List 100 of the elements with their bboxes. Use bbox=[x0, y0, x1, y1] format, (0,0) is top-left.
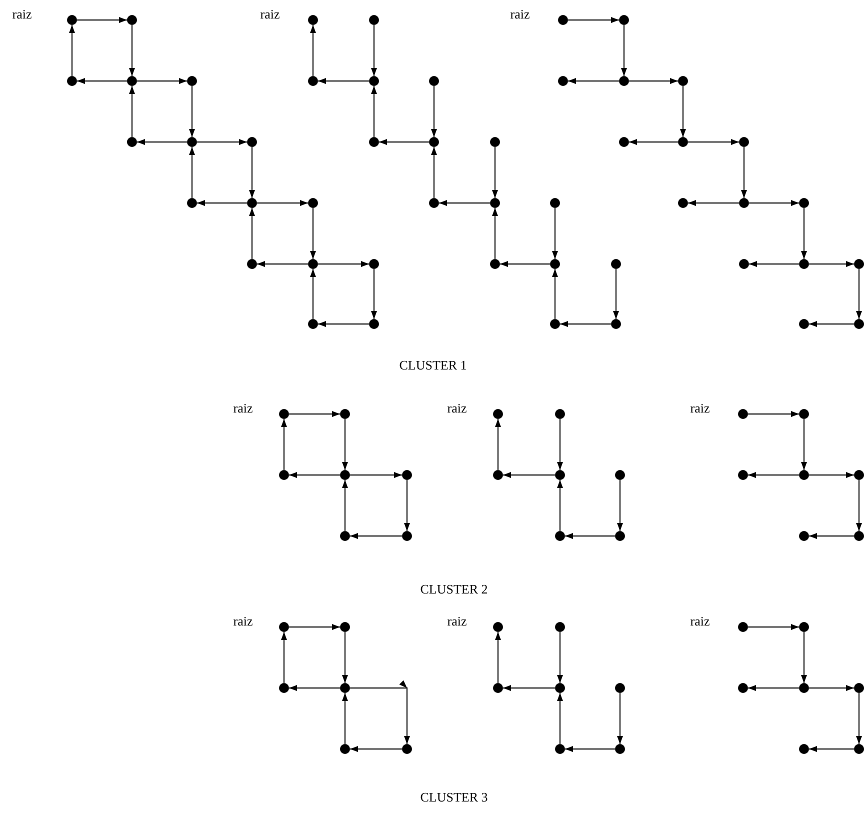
arrow bbox=[503, 685, 555, 691]
caption-text: CLUSTER 1 bbox=[399, 358, 467, 372]
arrow bbox=[249, 147, 255, 198]
dot-node bbox=[67, 15, 77, 25]
dot-node bbox=[555, 744, 565, 754]
arrow bbox=[801, 419, 807, 470]
arrow bbox=[289, 624, 340, 630]
dot-node bbox=[799, 683, 809, 693]
dot-node bbox=[555, 470, 565, 480]
dot-node bbox=[854, 470, 864, 480]
dot-node bbox=[619, 15, 629, 25]
arrow bbox=[342, 693, 348, 744]
dot-node bbox=[799, 470, 809, 480]
dot-node bbox=[611, 259, 621, 269]
dot-node bbox=[555, 409, 565, 419]
dot-node bbox=[340, 531, 350, 541]
arrow bbox=[404, 480, 410, 531]
dot-node bbox=[678, 76, 688, 86]
arrow bbox=[281, 419, 287, 470]
label-text: raiz bbox=[510, 8, 530, 20]
dot-node bbox=[340, 744, 350, 754]
arrow bbox=[77, 17, 127, 23]
arrow bbox=[557, 419, 563, 470]
arrow bbox=[310, 208, 316, 259]
dot-node bbox=[279, 470, 289, 480]
arrow bbox=[568, 17, 619, 23]
dot-node bbox=[308, 319, 318, 329]
arrow bbox=[809, 685, 854, 691]
dot-node bbox=[854, 259, 864, 269]
dot-node bbox=[678, 137, 688, 147]
arrow bbox=[371, 86, 377, 137]
dot-node bbox=[555, 531, 565, 541]
arrow bbox=[809, 321, 854, 327]
dot-node bbox=[340, 622, 350, 632]
dot-node bbox=[429, 76, 439, 86]
dot-node bbox=[799, 531, 809, 541]
label-text: raiz bbox=[447, 402, 467, 414]
dot-node bbox=[187, 198, 197, 208]
arrow bbox=[350, 533, 402, 539]
dot-node bbox=[340, 470, 350, 480]
dot-node bbox=[619, 76, 629, 86]
dot-node bbox=[615, 470, 625, 480]
dot-node bbox=[739, 259, 749, 269]
dot-node bbox=[555, 622, 565, 632]
arrow bbox=[310, 269, 316, 319]
arrow bbox=[629, 78, 678, 84]
arrow bbox=[189, 86, 195, 137]
arrow bbox=[431, 147, 437, 198]
dot-node bbox=[550, 319, 560, 329]
arrow bbox=[129, 86, 135, 137]
dot-node bbox=[308, 259, 318, 269]
dot-node bbox=[127, 137, 137, 147]
arrow bbox=[69, 25, 75, 76]
arrow bbox=[77, 78, 127, 84]
arrow bbox=[748, 472, 799, 478]
dot-node bbox=[247, 198, 257, 208]
arrow bbox=[495, 419, 501, 470]
dot-node bbox=[799, 198, 809, 208]
arrow bbox=[809, 261, 854, 267]
arrow bbox=[371, 25, 377, 76]
dot-node bbox=[678, 198, 688, 208]
dot-node bbox=[799, 259, 809, 269]
arrow bbox=[617, 693, 623, 744]
arrow bbox=[503, 472, 555, 478]
dot-node bbox=[127, 15, 137, 25]
dot-node bbox=[799, 744, 809, 754]
caption-text: CLUSTER 2 bbox=[420, 582, 488, 596]
arrow bbox=[557, 480, 563, 531]
arrow bbox=[318, 321, 369, 327]
dot-node bbox=[738, 470, 748, 480]
arrow bbox=[809, 533, 854, 539]
arrow bbox=[748, 624, 799, 630]
dot-node bbox=[279, 622, 289, 632]
dot-node bbox=[369, 319, 379, 329]
dot-node bbox=[429, 137, 439, 147]
arrow bbox=[856, 269, 862, 319]
arrow bbox=[565, 533, 615, 539]
arrow bbox=[371, 269, 377, 319]
dot-node bbox=[550, 198, 560, 208]
arrow bbox=[318, 261, 369, 267]
arrow bbox=[289, 685, 340, 691]
dot-node bbox=[127, 76, 137, 86]
dot-node bbox=[279, 683, 289, 693]
label-text: raiz bbox=[447, 614, 467, 628]
dot-node bbox=[739, 198, 749, 208]
dot-node bbox=[67, 76, 77, 86]
arrow bbox=[557, 693, 563, 744]
dot-node bbox=[247, 259, 257, 269]
arrow bbox=[342, 480, 348, 531]
arrow bbox=[801, 632, 807, 683]
dot-node bbox=[490, 137, 500, 147]
label-text: raiz bbox=[233, 402, 253, 414]
arrow bbox=[688, 200, 739, 206]
dot-node bbox=[402, 531, 412, 541]
arrow bbox=[809, 472, 854, 478]
dot-node bbox=[799, 409, 809, 419]
arrow bbox=[801, 208, 807, 259]
arrow bbox=[856, 480, 862, 531]
caption-text: CLUSTER 3 bbox=[420, 790, 488, 804]
dot-node bbox=[308, 198, 318, 208]
